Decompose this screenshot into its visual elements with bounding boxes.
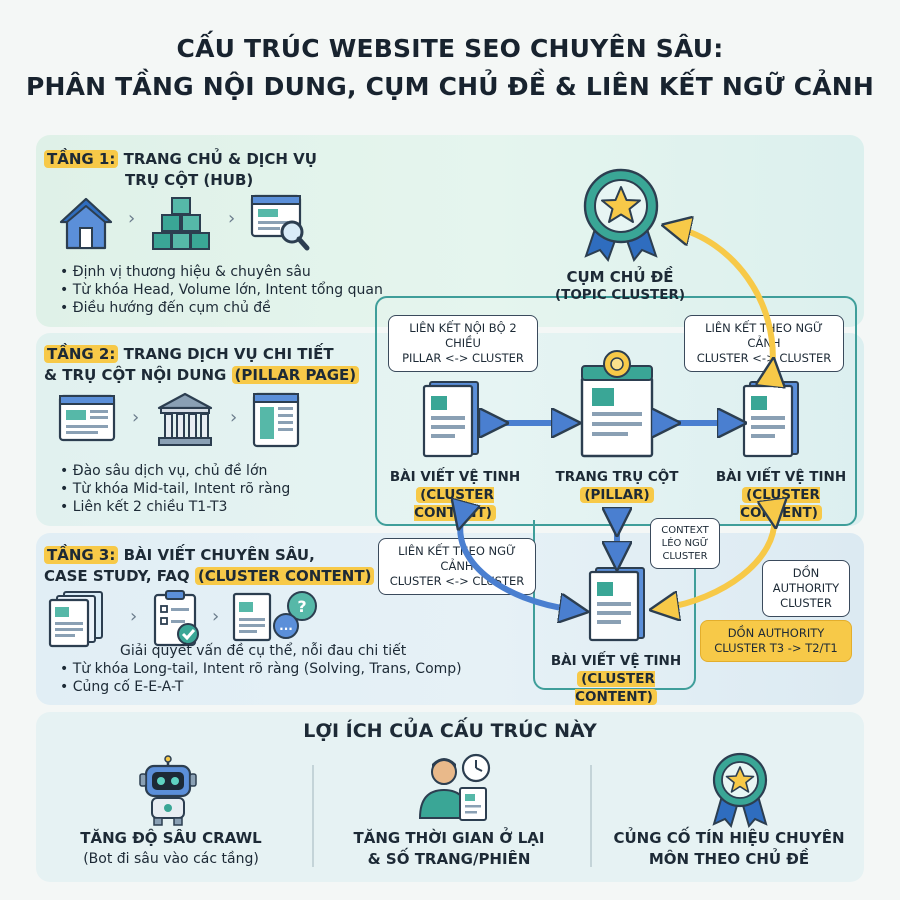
checklist-icon	[153, 590, 199, 647]
arrow-left-bottom	[460, 516, 574, 610]
list-item: • Từ khóa Head, Volume lớn, Intent tổng …	[60, 282, 383, 298]
user-clock-icon	[418, 753, 491, 821]
tier-3-heading-b: CASE STUDY, FAQ	[44, 567, 190, 585]
chevron-right-icon: ›	[228, 208, 236, 229]
cluster-doc-left-icon	[422, 381, 479, 458]
tier-2-heading-b: & TRỤ CỘT NỘI DUNG	[44, 366, 227, 384]
list-item: Giải quyết vấn đề cụ thể, nỗi đau chi ti…	[120, 643, 407, 659]
pillar-doc-label: TRANG TRỤ CỘT (PILLAR)	[555, 469, 679, 503]
cluster-doc-bottom-icon	[588, 567, 645, 642]
robot-icon	[139, 755, 197, 826]
layout-icon	[252, 392, 300, 448]
cluster-doc-right-label: BÀI VIẾT VỆ TINH (CLUSTER CONTENT)	[715, 469, 847, 521]
tier-2-bullets: • Đào sâu dịch vụ, chủ đề lớn • Từ khóa …	[60, 462, 290, 516]
benefit-1: TĂNG ĐỘ SÂU CRAWL (Bot đi sâu vào các tầ…	[80, 829, 262, 867]
faq-icon: ? ...	[232, 591, 317, 642]
web-search-icon	[250, 194, 310, 251]
divider	[590, 765, 592, 867]
tier-2-heading: TẦNG 2: TRANG DỊCH VỤ CHI TIẾT & TRỤ CỘT…	[44, 344, 384, 386]
page-title: CẤU TRÚC WEBSITE SEO CHUYÊN SÂU: PHÂN TẦ…	[0, 30, 900, 106]
chevron-right-icon: ›	[130, 606, 138, 627]
arrow-right-badge	[676, 228, 773, 372]
tier-3-heading-a: BÀI VIẾT CHUYÊN SÂU,	[123, 546, 315, 564]
cluster-doc-right-icon	[742, 381, 799, 458]
title-line-2: PHÂN TẦNG NỘI DUNG, CỤM CHỦ ĐỀ & LIÊN KẾ…	[25, 72, 875, 101]
tier-2-heading-hl: (PILLAR PAGE)	[231, 366, 360, 384]
tier-3-bullets: Giải quyết vấn đề cụ thể, nỗi đau chi ti…	[60, 642, 462, 696]
title-line-1: CẤU TRÚC WEBSITE SEO CHUYÊN SÂU:	[176, 34, 724, 63]
chevron-right-icon: ›	[132, 407, 140, 428]
divider	[312, 765, 314, 867]
chevron-right-icon: ›	[212, 606, 220, 627]
list-item: • Từ khóa Long-tail, Intent rõ ràng (Sol…	[60, 661, 462, 677]
topic-cluster-badge-icon	[583, 168, 659, 263]
documents-icon	[48, 591, 103, 648]
tier-1-heading-a: TRANG CHỦ & DỊCH VỤ	[123, 150, 317, 168]
arrow-right-bottom	[664, 514, 774, 608]
webpage-icon	[58, 394, 116, 442]
tier-1-tag: TẦNG 1:	[44, 150, 119, 168]
tier-1-heading-b: TRỤ CỘT (HUB)	[125, 171, 254, 189]
list-item: • Điều hướng đến cụm chủ đề	[60, 300, 271, 316]
pillar-doc-icon	[580, 350, 654, 458]
badge-icon	[712, 752, 768, 829]
svg-text:...: ...	[279, 619, 293, 633]
tier-2-tag: TẦNG 2:	[44, 345, 119, 363]
cluster-title: CỤM CHỦ ĐỀ (TOPIC CLUSTER)	[554, 268, 686, 303]
list-item: • Đào sâu dịch vụ, chủ đề lớn	[60, 463, 268, 479]
tier-3-tag: TẦNG 3:	[44, 546, 119, 564]
tier-3-heading-hl: (CLUSTER CONTENT)	[194, 567, 375, 585]
benefit-3: CỦNG CỐ TÍN HIỆU CHUYÊN MÔN THEO CHỦ ĐỀ	[613, 829, 845, 868]
boxes-icon	[152, 197, 210, 250]
benefits-heading: LỢI ÍCH CỦA CẤU TRÚC NÀY	[303, 720, 597, 742]
benefit-2: TĂNG THỜI GIAN Ở LẠI & SỐ TRANG/PHIÊN	[353, 829, 545, 868]
tier-1-bullets: • Định vị thương hiệu & chuyên sâu • Từ …	[60, 263, 383, 317]
list-item: • Định vị thương hiệu & chuyên sâu	[60, 264, 311, 280]
chevron-right-icon: ›	[128, 208, 136, 229]
tier-1-heading: TẦNG 1: TRANG CHỦ & DỊCH VỤ TRỤ CỘT (HUB…	[44, 149, 384, 191]
pillar-building-icon	[157, 392, 213, 446]
tier-2-heading-a: TRANG DỊCH VỤ CHI TIẾT	[123, 345, 334, 363]
list-item: • Liên kết 2 chiều T1-T3	[60, 499, 228, 515]
list-item: • Củng cố E-E-A-T	[60, 679, 184, 695]
chevron-right-icon: ›	[230, 407, 238, 428]
list-item: • Từ khóa Mid-tail, Intent rõ ràng	[60, 481, 291, 497]
tier-3-heading: TẦNG 3: BÀI VIẾT CHUYÊN SÂU, CASE STUDY,…	[44, 545, 384, 587]
home-icon	[59, 197, 113, 250]
svg-text:?: ?	[297, 597, 306, 616]
cluster-doc-bottom-label: BÀI VIẾT VỆ TINH (CLUSTER CONTENT)	[550, 653, 682, 705]
